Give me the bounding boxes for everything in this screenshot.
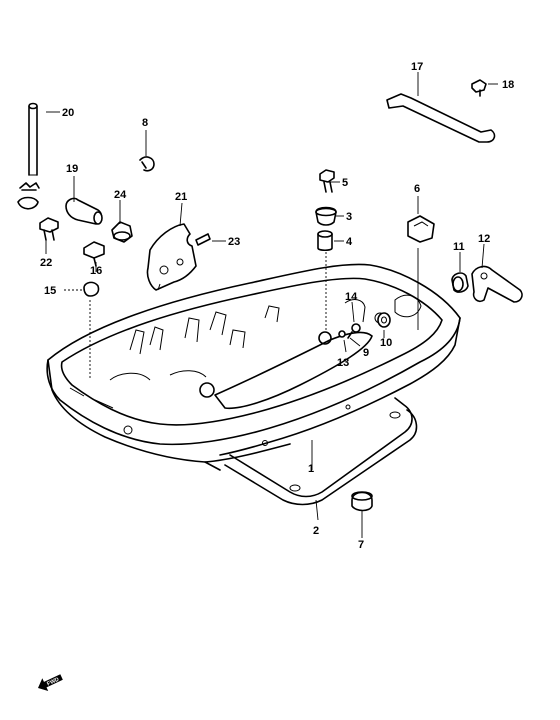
callout-10: 10 [380,337,392,349]
callout-23: 23 [228,236,240,248]
callout-5: 5 [342,177,348,189]
callout-22: 22 [40,257,52,269]
part-20-stud [28,102,38,176]
part-18-screw [471,79,487,97]
fwd-arrow-icon [38,674,63,691]
part-8-clip [139,156,155,172]
part-16-bolt [83,241,105,267]
part-1-lower-cover [46,263,461,471]
part-21-lever-plate [146,223,197,291]
callout-6: 6 [414,183,420,195]
part-2-gasket [224,397,418,506]
fwd-label: FWD [46,677,60,688]
part-3-grommet [315,206,337,226]
part-22-bolt [39,217,59,241]
part-6-clamp [407,215,435,243]
callout-15: 15 [44,285,56,297]
callout-9: 9 [363,347,369,359]
callout-14: 14 [345,291,358,303]
callout-18: 18 [502,79,514,91]
part-12-lever [471,265,523,303]
callout-17: 17 [411,61,423,73]
part-24-grommet [111,221,133,243]
part-14-screw [347,323,361,339]
part-17-bracket-bar [386,93,496,143]
callout-12: 12 [478,233,490,245]
callout-13: 13 [337,357,349,369]
part-clip-small [17,182,40,210]
part-5-bolt [319,169,335,193]
callout-20: 20 [62,107,74,119]
callout-11: 11 [453,241,465,253]
callout-21: 21 [175,191,187,203]
part-4-collar [317,230,333,252]
part-9-washer [338,330,346,338]
callout-1: 1 [308,463,314,475]
callout-2: 2 [313,525,319,537]
part-19-bracket [65,197,103,225]
part-11-bushing [451,272,469,293]
callout-8: 8 [142,117,148,129]
callout-7: 7 [358,539,364,551]
callout-3: 3 [346,211,352,223]
part-10-grommet [377,312,391,328]
callout-labels: 20 19 24 8 21 23 22 16 15 5 3 4 6 17 18 … [40,61,514,551]
part-15-plug [83,281,100,297]
callout-24: 24 [114,189,127,201]
fwd-mark: FWD [38,674,63,691]
callout-16: 16 [90,265,102,277]
leader-lines [45,72,498,538]
part-23-pin [195,233,211,246]
callout-4: 4 [346,236,353,248]
callout-19: 19 [66,163,78,175]
part-7-plug [351,491,373,512]
